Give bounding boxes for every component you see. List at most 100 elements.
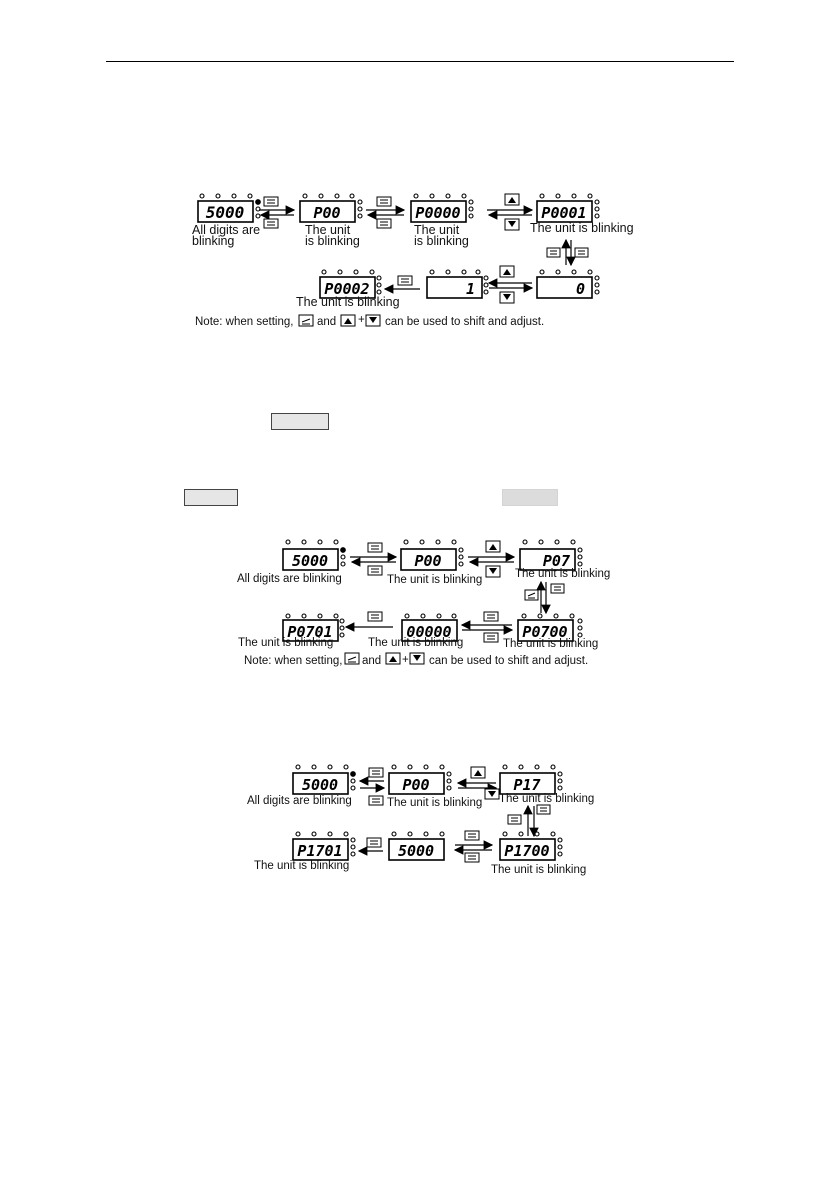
- note-sep: +: [402, 654, 409, 666]
- up-key-icon: [504, 193, 520, 206]
- display-value: 5000: [206, 203, 245, 222]
- caption: The unit is blinking: [238, 637, 333, 649]
- caption: The unit is blinking: [254, 860, 349, 872]
- display-value: 1: [466, 280, 475, 298]
- caption: The unit is blinking: [515, 568, 610, 580]
- shift-key-icon: [298, 314, 314, 327]
- data-ent-key-icon: [464, 852, 480, 863]
- note-prefix: Note: when setting,: [244, 655, 342, 667]
- display-value: P0001: [541, 204, 586, 222]
- lcd-display: 5000: [282, 539, 346, 571]
- caption: is blinking: [414, 234, 469, 248]
- prg-key-icon: [536, 804, 551, 815]
- caption: is blinking: [305, 234, 360, 248]
- display-value: 00000: [406, 623, 451, 641]
- note-suffix: can be used to shift and adjust.: [429, 655, 588, 667]
- caption: All digits are blinking: [237, 573, 342, 585]
- highlight-box-2: [184, 489, 238, 506]
- down-key-icon: [409, 652, 425, 665]
- display-value: P00: [414, 552, 441, 570]
- figure-2: 5000 All digits are blinking P00 The uni…: [237, 539, 610, 667]
- up-key-icon: [499, 265, 515, 278]
- prg-key-icon: [263, 196, 279, 207]
- display-value: 0: [576, 280, 585, 298]
- up-key-icon: [385, 652, 401, 665]
- down-key-icon: [365, 314, 381, 327]
- lcd-display: 00000: [401, 613, 458, 642]
- caption: The unit is blinking: [296, 295, 400, 309]
- lcd-display: P00: [400, 539, 464, 571]
- prg-key-icon: [464, 830, 480, 841]
- lcd-display: 1: [426, 269, 489, 299]
- lcd-display: 0: [536, 269, 600, 299]
- display-value: 5000: [398, 842, 434, 860]
- lcd-display: P07: [519, 539, 583, 571]
- prg-key-icon: [367, 542, 383, 553]
- lcd-display: P1700: [499, 831, 563, 861]
- caption: The unit is blinking: [499, 793, 594, 805]
- up-key-icon: [340, 314, 356, 327]
- caption: The unit: [305, 223, 351, 237]
- lcd-display: P1701: [292, 831, 356, 861]
- prg-key-icon: [546, 247, 561, 258]
- data-ent-key-icon: [366, 837, 382, 848]
- shift-key-icon: [524, 589, 539, 601]
- lcd-display: P0700: [517, 613, 583, 642]
- caption: The unit is blinking: [503, 638, 598, 650]
- display-value: P1701: [297, 842, 342, 860]
- lcd-display: P17: [499, 764, 563, 795]
- caption: The unit: [414, 223, 460, 237]
- display-value: 5000: [302, 776, 338, 794]
- data-ent-key-icon: [397, 275, 413, 286]
- note-and: and: [317, 316, 336, 328]
- lcd-display: 5000: [197, 193, 261, 223]
- caption: The unit is blinking: [530, 221, 634, 235]
- shift-key-icon: [344, 652, 360, 665]
- display-value: P0701: [287, 623, 332, 641]
- caption: All digits are: [192, 223, 260, 237]
- highlight-box-3: [502, 489, 558, 506]
- down-key-icon: [499, 291, 515, 304]
- note-suffix: can be used to shift and adjust.: [385, 316, 544, 328]
- lcd-display: P0701: [282, 613, 345, 642]
- caption: The unit is blinking: [387, 574, 482, 586]
- display-value: P0700: [522, 623, 567, 641]
- display-value: P00: [402, 776, 429, 794]
- display-value: P17: [513, 776, 540, 794]
- lcd-display: 5000: [292, 764, 356, 795]
- up-key-icon: [470, 766, 486, 779]
- note-and: and: [362, 655, 381, 667]
- note-sep: +: [358, 314, 365, 326]
- display-value: P0002: [324, 280, 369, 298]
- down-key-icon: [484, 788, 500, 800]
- down-key-icon: [504, 218, 520, 231]
- prg-key-icon: [368, 795, 384, 806]
- highlight-box-1: [271, 413, 329, 430]
- data-ent-key-icon: [376, 196, 392, 207]
- data-ent-key-icon: [574, 247, 589, 258]
- figure-1: 5000 All digits are blinking P00 The uni…: [192, 193, 634, 328]
- lcd-display: 5000: [388, 831, 445, 861]
- up-key-icon: [485, 540, 501, 553]
- data-ent-key-icon: [550, 583, 565, 594]
- header-rule: [106, 61, 734, 62]
- note-prefix: Note: when setting,: [195, 316, 293, 328]
- lcd-display: P00: [299, 193, 363, 223]
- display-value: P00: [313, 204, 340, 222]
- prg-key-icon: [367, 565, 383, 576]
- prg-key-icon: [376, 218, 392, 229]
- lcd-display: P0002: [319, 269, 382, 299]
- caption: The unit is blinking: [387, 797, 482, 809]
- data-ent-key-icon: [368, 767, 384, 778]
- lcd-display: P0000: [410, 193, 474, 223]
- lcd-display: P00: [388, 764, 452, 795]
- display-value: P1700: [504, 842, 549, 860]
- lcd-display: P0001: [536, 193, 600, 223]
- display-value: P0000: [415, 204, 460, 222]
- prg-key-icon: [367, 611, 383, 622]
- figure-3: 5000 All digits are blinking P00 The uni…: [247, 764, 594, 876]
- display-value: 5000: [292, 552, 328, 570]
- prg-key-icon: [483, 632, 499, 643]
- caption: The unit is blinking: [491, 864, 586, 876]
- prg-key-icon: [263, 218, 279, 229]
